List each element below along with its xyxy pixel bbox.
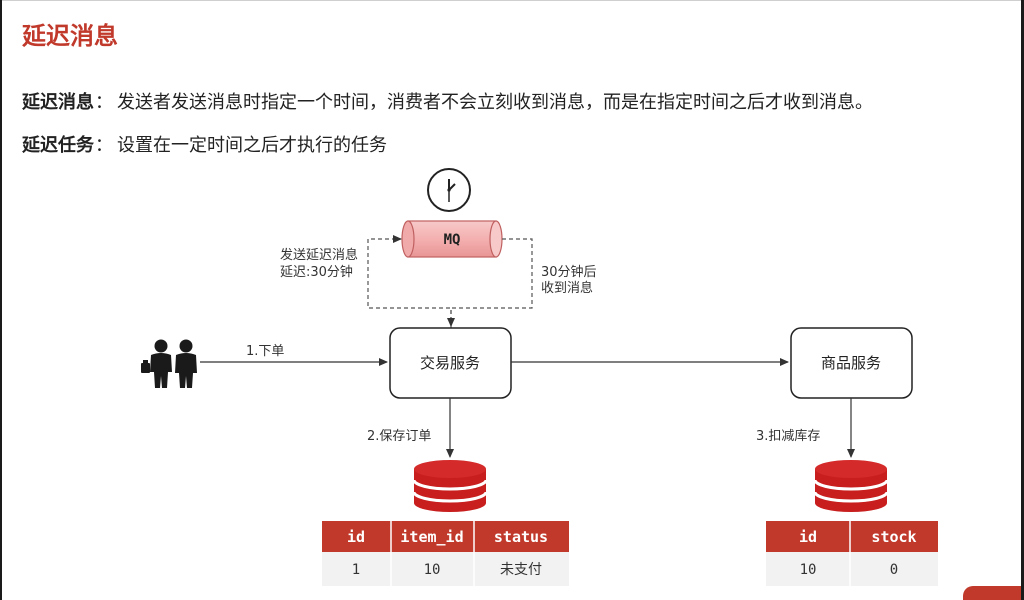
database-icon-stock — [813, 460, 889, 512]
receive-label-line2: 收到消息 — [541, 280, 593, 296]
send-delay-label-line2: 延迟:30分钟 — [280, 264, 353, 280]
frame-top-border — [0, 0, 1024, 1]
order-cell-item-id: 10 — [424, 562, 441, 578]
stock-table: id stock 10 0 — [766, 521, 938, 586]
order-header-item-id: item_id — [400, 528, 463, 546]
users-icon — [141, 339, 197, 388]
mq-queue: MQ — [401, 220, 503, 258]
page-title: 延迟消息 — [22, 22, 118, 50]
definition-colon: ： — [95, 135, 113, 156]
goods-service-box: 商品服务 — [790, 327, 913, 399]
send-delay-label-line1: 发送延迟消息 — [280, 247, 358, 263]
receive-label-line1: 30分钟后 — [541, 264, 597, 280]
stock-header-id: id — [799, 528, 817, 546]
order-cell-id: 1 — [352, 562, 360, 578]
stock-header-stock: stock — [871, 528, 916, 546]
trade-service-box: 交易服务 — [389, 327, 512, 399]
definition-text: 发送者发送消息时指定一个时间，消费者不会立刻收到消息，而是在指定时间之后才收到消… — [117, 92, 873, 113]
mq-label: MQ — [444, 232, 461, 248]
stock-cell-id: 10 — [800, 562, 817, 578]
clock-icon — [427, 168, 471, 212]
definition-term: 延迟消息 — [22, 92, 94, 113]
stock-cell-stock: 0 — [890, 562, 898, 578]
step1-label: 1.下单 — [246, 344, 284, 359]
frame-right-border — [1021, 0, 1024, 600]
definition-delay-task: 延迟任务：设置在一定时间之后才执行的任务 — [22, 131, 387, 157]
order-header-id: id — [347, 528, 365, 546]
order-header-status: status — [494, 528, 548, 546]
corner-decoration — [963, 586, 1021, 600]
order-table: id item_id status 1 10 未支付 — [322, 521, 569, 586]
definition-colon: ： — [95, 92, 113, 113]
definition-delay-message: 延迟消息：发送者发送消息时指定一个时间，消费者不会立刻收到消息，而是在指定时间之… — [22, 88, 873, 114]
step2-label: 2.保存订单 — [367, 429, 431, 444]
definition-text: 设置在一定时间之后才执行的任务 — [117, 135, 387, 156]
delay-loop-arrows — [367, 235, 533, 328]
frame-left-border — [0, 0, 2, 600]
definition-term: 延迟任务 — [22, 135, 94, 156]
goods-service-label: 商品服务 — [821, 354, 881, 372]
step3-label: 3.扣减库存 — [756, 428, 820, 444]
trade-service-label: 交易服务 — [420, 354, 480, 372]
order-cell-status: 未支付 — [500, 562, 542, 578]
database-icon-orders — [412, 460, 488, 512]
